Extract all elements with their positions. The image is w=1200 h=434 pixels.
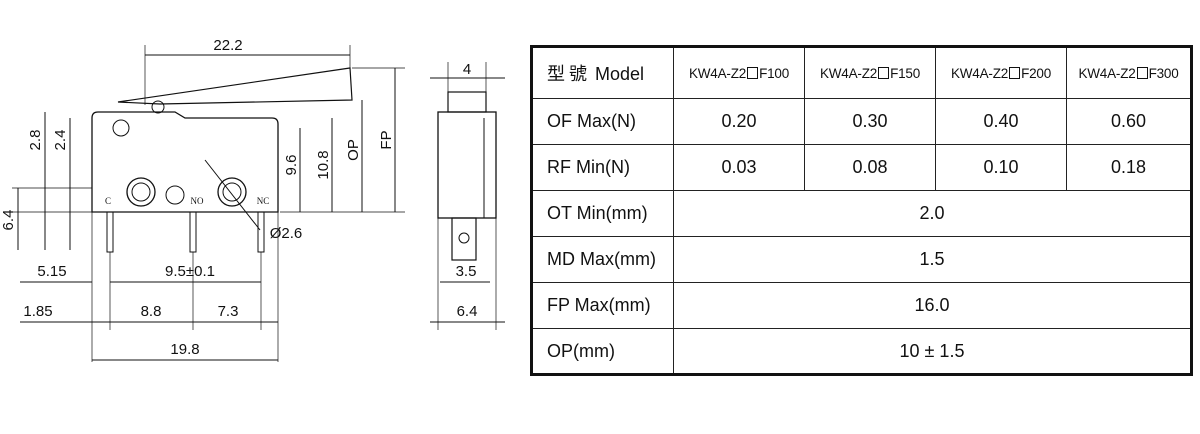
pin-label-c: C <box>105 196 111 206</box>
fp-value: 16.0 <box>673 282 1192 329</box>
table-row: OP(mm) 10 ± 1.5 <box>531 328 1192 375</box>
dim-9-6: 9.6 <box>283 155 300 176</box>
dim-pitch: 9.5±0.1 <box>165 263 215 280</box>
dim-2-8: 2.8 <box>27 130 44 151</box>
rf-value-f200: 0.10 <box>935 144 1067 191</box>
dim-6-4-left: 6.4 <box>0 210 17 231</box>
op-value: 10 ± 1.5 <box>673 328 1192 375</box>
of-value-f200: 0.40 <box>935 98 1067 145</box>
ot-value: 2.0 <box>673 190 1192 237</box>
row-label-of: OF Max(N) <box>531 98 674 145</box>
dim-2-4: 2.4 <box>52 130 69 151</box>
dim-hole: Ø2.6 <box>270 225 303 242</box>
row-label-fp: FP Max(mm) <box>531 282 674 329</box>
table-row: MD Max(mm) 1.5 <box>531 236 1192 283</box>
switch-dimension-drawing: 22.2 2.8 2.4 6.4 9.6 10.8 OP FP Ø2.6 5.1… <box>0 37 505 362</box>
table-row: OF Max(N) 0.20 0.30 0.40 0.60 <box>531 98 1192 145</box>
model-header-cjk: 型號 <box>547 64 591 85</box>
pin-label-nc: NC <box>257 196 270 206</box>
row-label-ot: OT Min(mm) <box>531 190 674 237</box>
dim-side-6-4: 6.4 <box>457 303 478 320</box>
dim-lever-length: 22.2 <box>213 37 242 54</box>
row-label-rf: RF Min(N) <box>531 144 674 191</box>
rf-value-f150: 0.08 <box>804 144 936 191</box>
dim-1-85: 1.85 <box>23 303 52 320</box>
rf-value-f300: 0.18 <box>1066 144 1192 191</box>
pin-label-no: NO <box>191 196 204 206</box>
md-value: 1.5 <box>673 236 1192 283</box>
dim-5-15: 5.15 <box>37 263 66 280</box>
dim-10-8: 10.8 <box>315 150 332 179</box>
dim-fp: FP <box>378 130 395 149</box>
lever-arm <box>117 67 353 105</box>
of-value-f300: 0.60 <box>1066 98 1192 145</box>
switch-body <box>91 111 279 213</box>
table-row: OT Min(mm) 2.0 <box>531 190 1192 237</box>
dim-op: OP <box>345 139 362 161</box>
table-row: FP Max(mm) 16.0 <box>531 282 1192 329</box>
row-label-md: MD Max(mm) <box>531 236 674 283</box>
table-row: RF Min(N) 0.03 0.08 0.10 0.18 <box>531 144 1192 191</box>
of-value-f100: 0.20 <box>673 98 805 145</box>
dim-7-3: 7.3 <box>218 303 239 320</box>
dim-side-width: 4 <box>463 61 471 78</box>
of-value-f150: 0.30 <box>804 98 936 145</box>
dim-side-3-5: 3.5 <box>456 263 477 280</box>
model-header-en: Model <box>595 64 645 84</box>
rf-value-f100: 0.03 <box>673 144 805 191</box>
dim-8-8: 8.8 <box>141 303 162 320</box>
row-label-op: OP(mm) <box>531 328 674 375</box>
dim-19-8: 19.8 <box>170 341 199 358</box>
